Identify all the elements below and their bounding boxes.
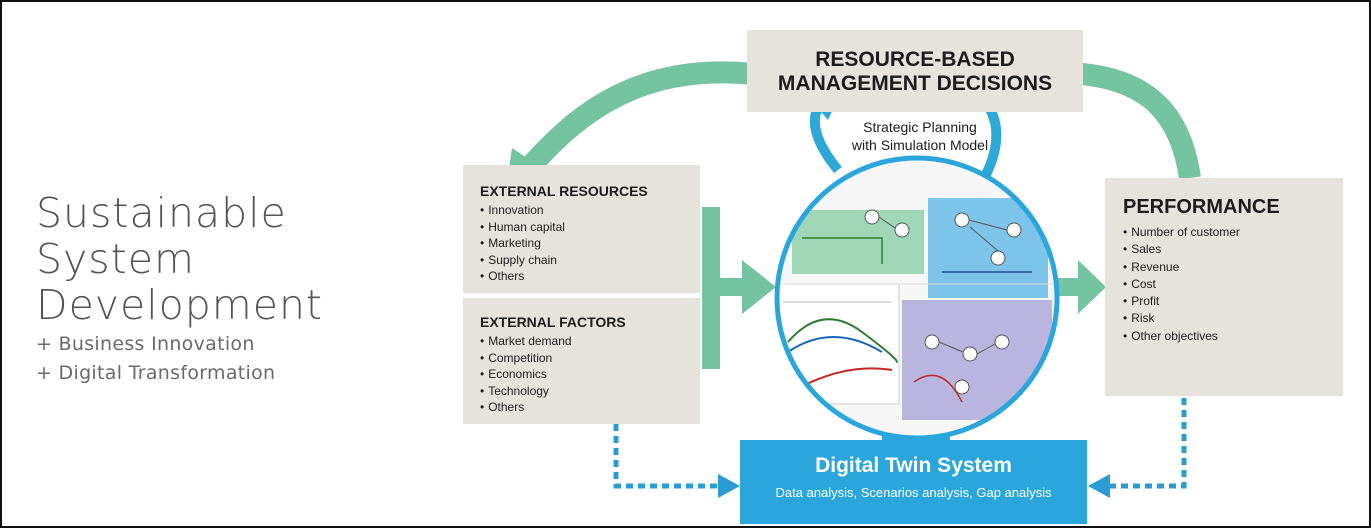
subtitle-business-innovation: + Business Innovation: [36, 333, 255, 355]
input-arrow-shaft: [711, 278, 743, 296]
list-item: Human capital: [480, 219, 565, 236]
management-decisions-box: RESOURCE-BASED MANAGEMENT DECISIONS: [747, 30, 1083, 112]
planning-line: with Simulation Model: [851, 137, 989, 153]
subtitle-digital-transformation: + Digital Transformation: [36, 362, 276, 384]
list-item: Market demand: [480, 333, 571, 350]
simulation-circle-border: [774, 155, 1060, 441]
feedback-arrow-left: [521, 61, 754, 175]
decisions-line: RESOURCE-BASED: [815, 48, 1015, 71]
title-line: System: [36, 235, 195, 283]
planning-line: Strategic Planning: [863, 119, 977, 135]
list-item: Supply chain: [480, 252, 565, 269]
list-item: Others: [480, 399, 572, 416]
slide-title-block: Sustainable System Development + Busines…: [36, 190, 323, 388]
external-factors-list: Market demand Competition Economics Tech…: [480, 333, 572, 416]
list-item: Other objectives: [1123, 328, 1240, 345]
input-bracket: [702, 207, 720, 369]
strategic-planning-label: Strategic Planning with Simulation Model: [830, 118, 1010, 154]
input-arrowhead: [742, 260, 776, 314]
list-item: Economics: [480, 366, 572, 383]
digital-twin-subtitle: Data analysis, Scenarios analysis, Gap a…: [775, 485, 1052, 500]
external-resources-list: Innovation Human capital Marketing Suppl…: [480, 202, 565, 285]
external-factors-title: EXTERNAL FACTORS: [480, 314, 626, 330]
performance-box: PERFORMANCE Number of customer Sales Rev…: [1105, 178, 1343, 396]
external-resources-title: EXTERNAL RESOURCES: [480, 183, 648, 199]
performance-title: PERFORMANCE: [1123, 196, 1280, 218]
list-item: Technology: [480, 383, 572, 400]
list-item: Number of customer: [1123, 224, 1240, 241]
dotted-link-left: [613, 424, 720, 489]
list-item: Innovation: [480, 202, 565, 219]
dotted-arrowhead-right: [1088, 474, 1110, 498]
performance-list: Number of customer Sales Revenue Cost Pr…: [1123, 224, 1240, 345]
list-item: Revenue: [1123, 259, 1240, 276]
list-item: Profit: [1123, 293, 1240, 310]
digital-twin-title: Digital Twin System: [815, 454, 1012, 477]
list-item: Sales: [1123, 241, 1240, 258]
list-item: Risk: [1123, 310, 1240, 327]
digital-twin-box: Digital Twin System Data analysis, Scena…: [740, 440, 1087, 524]
list-item: Others: [480, 268, 565, 285]
simulation-model-image: [777, 158, 1057, 438]
output-arrow-shaft: [1057, 278, 1079, 296]
title-line: Sustainable: [36, 189, 287, 237]
external-factors-box: EXTERNAL FACTORS Market demand Competiti…: [463, 298, 700, 424]
title-line: Development: [36, 281, 324, 329]
output-arrowhead: [1078, 260, 1106, 314]
dotted-link-right: [1110, 398, 1187, 489]
feedback-arc-right: [1080, 63, 1201, 180]
list-item: Marketing: [480, 235, 565, 252]
external-resources-box: EXTERNAL RESOURCES Innovation Human capi…: [463, 165, 700, 293]
list-item: Cost: [1123, 276, 1240, 293]
decisions-line: MANAGEMENT DECISIONS: [777, 72, 1053, 95]
list-item: Competition: [480, 350, 572, 367]
dotted-arrowhead-left: [718, 474, 740, 498]
